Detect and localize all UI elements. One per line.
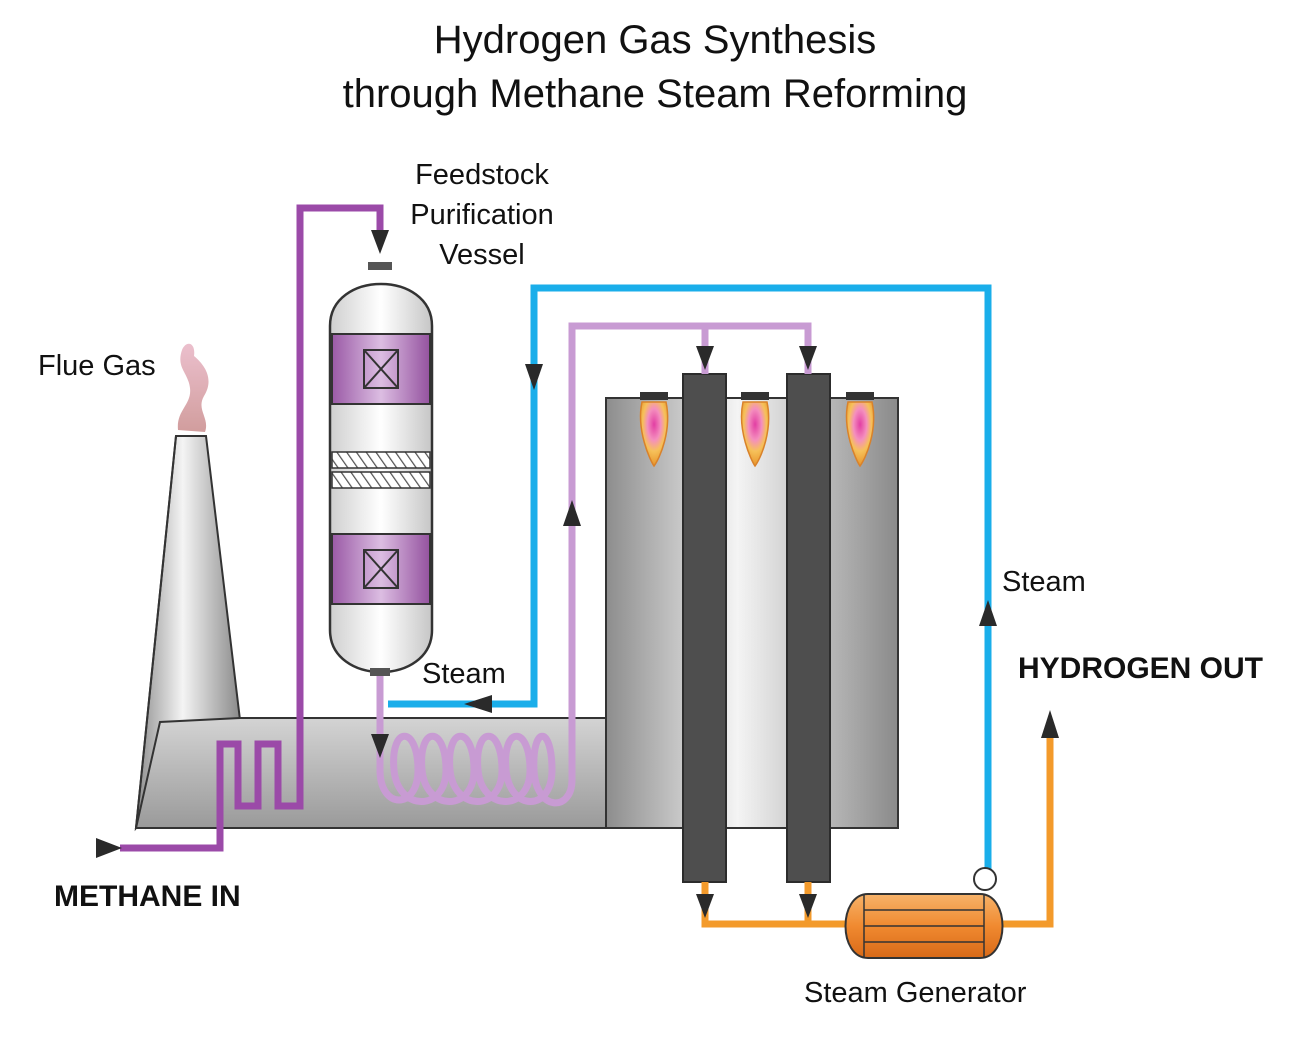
steam-inlet-label: Steam: [422, 658, 506, 690]
reformer-tube-2: [786, 373, 831, 883]
catalyst-bed-lower: [331, 533, 431, 605]
arrow-tube2-in: [799, 346, 817, 370]
flame-2: [740, 392, 770, 468]
burner-flames: [639, 392, 875, 468]
steam-generator-label: Steam Generator: [804, 977, 1027, 1009]
steam-generator: [844, 867, 1004, 959]
hatched-screens: [331, 451, 431, 489]
arrow-steam-left: [464, 695, 492, 713]
feedstock-vessel-label-line-1: Feedstock: [415, 159, 549, 191]
diagram-title-line-1: Hydrogen Gas Synthesis: [433, 18, 877, 62]
methane-in-label: METHANE IN: [54, 880, 241, 913]
flue-gas-label: Flue Gas: [38, 350, 156, 382]
flue-gas-smoke: [177, 343, 209, 432]
diagram-title-line-2: through Methane Steam Reforming: [342, 72, 968, 116]
flow-arrows: [96, 230, 1059, 918]
steam-drum-valve: [973, 867, 997, 891]
flame-3: [845, 392, 875, 468]
arrow-tube2-out: [799, 894, 817, 918]
catalyst-bed-upper: [331, 333, 431, 405]
reformer-tube-1: [682, 373, 727, 883]
feedstock-vessel-label-line-2: Purification: [410, 199, 554, 231]
methane-line: [120, 204, 384, 852]
feedstock-purification-vessel: [328, 262, 434, 676]
steam-return-label: Steam: [1002, 566, 1086, 598]
arrow-steam-up: [979, 600, 997, 626]
feedstock-vessel-label: Feedstock Purification Vessel: [392, 155, 572, 275]
arrow-methane-in: [96, 838, 122, 858]
arrow-feed-up: [563, 500, 581, 526]
hydrogen-out-label: HYDROGEN OUT: [1018, 652, 1264, 685]
arrow-feed-down: [371, 734, 389, 758]
arrow-tube1-out: [696, 894, 714, 918]
arrow-vessel-inlet: [371, 230, 389, 254]
arrow-steam-down: [525, 364, 543, 390]
flame-1: [639, 392, 669, 468]
arrow-hydrogen-out: [1041, 710, 1059, 738]
arrow-tube1-in: [696, 346, 714, 370]
feedstock-vessel-label-line-3: Vessel: [439, 239, 525, 271]
reformer-furnace: [605, 397, 899, 829]
